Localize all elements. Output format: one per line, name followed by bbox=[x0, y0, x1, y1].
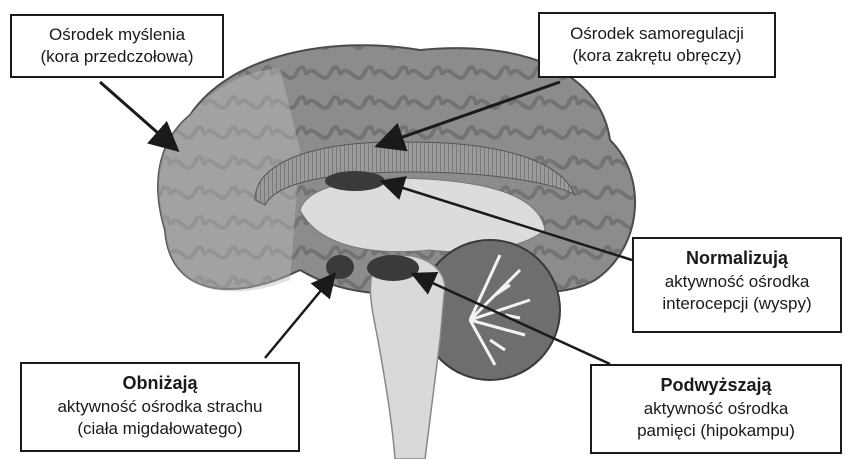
label-selfregulation-center: Ośrodek samoregulacji (kora zakrętu obrę… bbox=[538, 12, 776, 78]
insula-heading: Normalizują bbox=[634, 247, 840, 269]
amygdala-line1: aktywność ośrodka strachu bbox=[22, 396, 298, 418]
selfreg-line1: Ośrodek samoregulacji bbox=[540, 23, 774, 45]
insula-line2: interocepcji (wyspy) bbox=[634, 293, 840, 315]
hippocampus-line1: aktywność ośrodka bbox=[592, 398, 840, 420]
cingulate-marker bbox=[325, 171, 385, 191]
brainstem bbox=[370, 255, 445, 459]
label-thinking-center: Ośrodek myślenia (kora przedczołowa) bbox=[10, 14, 224, 78]
selfreg-line2: (kora zakrętu obręczy) bbox=[540, 45, 774, 67]
hippocampus-marker bbox=[367, 255, 419, 281]
hippocampus-line2: pamięci (hipokampu) bbox=[592, 420, 840, 442]
arrow-thinking bbox=[100, 82, 175, 148]
thinking-line2: (kora przedczołowa) bbox=[12, 46, 222, 68]
amygdala-line2: (ciała migdałowatego) bbox=[22, 418, 298, 440]
amygdala-heading: Obniżają bbox=[22, 372, 298, 394]
hippocampus-heading: Podwyższają bbox=[592, 374, 840, 396]
label-insula: Normalizują aktywność ośrodka interocepc… bbox=[632, 237, 842, 333]
insula-line1: aktywność ośrodka bbox=[634, 271, 840, 293]
amygdala-marker bbox=[326, 255, 354, 279]
thinking-line1: Ośrodek myślenia bbox=[12, 24, 222, 46]
label-amygdala: Obniżają aktywność ośrodka strachu (ciał… bbox=[20, 362, 300, 452]
arrow-amygdala bbox=[265, 276, 333, 358]
label-hippocampus: Podwyższają aktywność ośrodka pamięci (h… bbox=[590, 364, 842, 454]
